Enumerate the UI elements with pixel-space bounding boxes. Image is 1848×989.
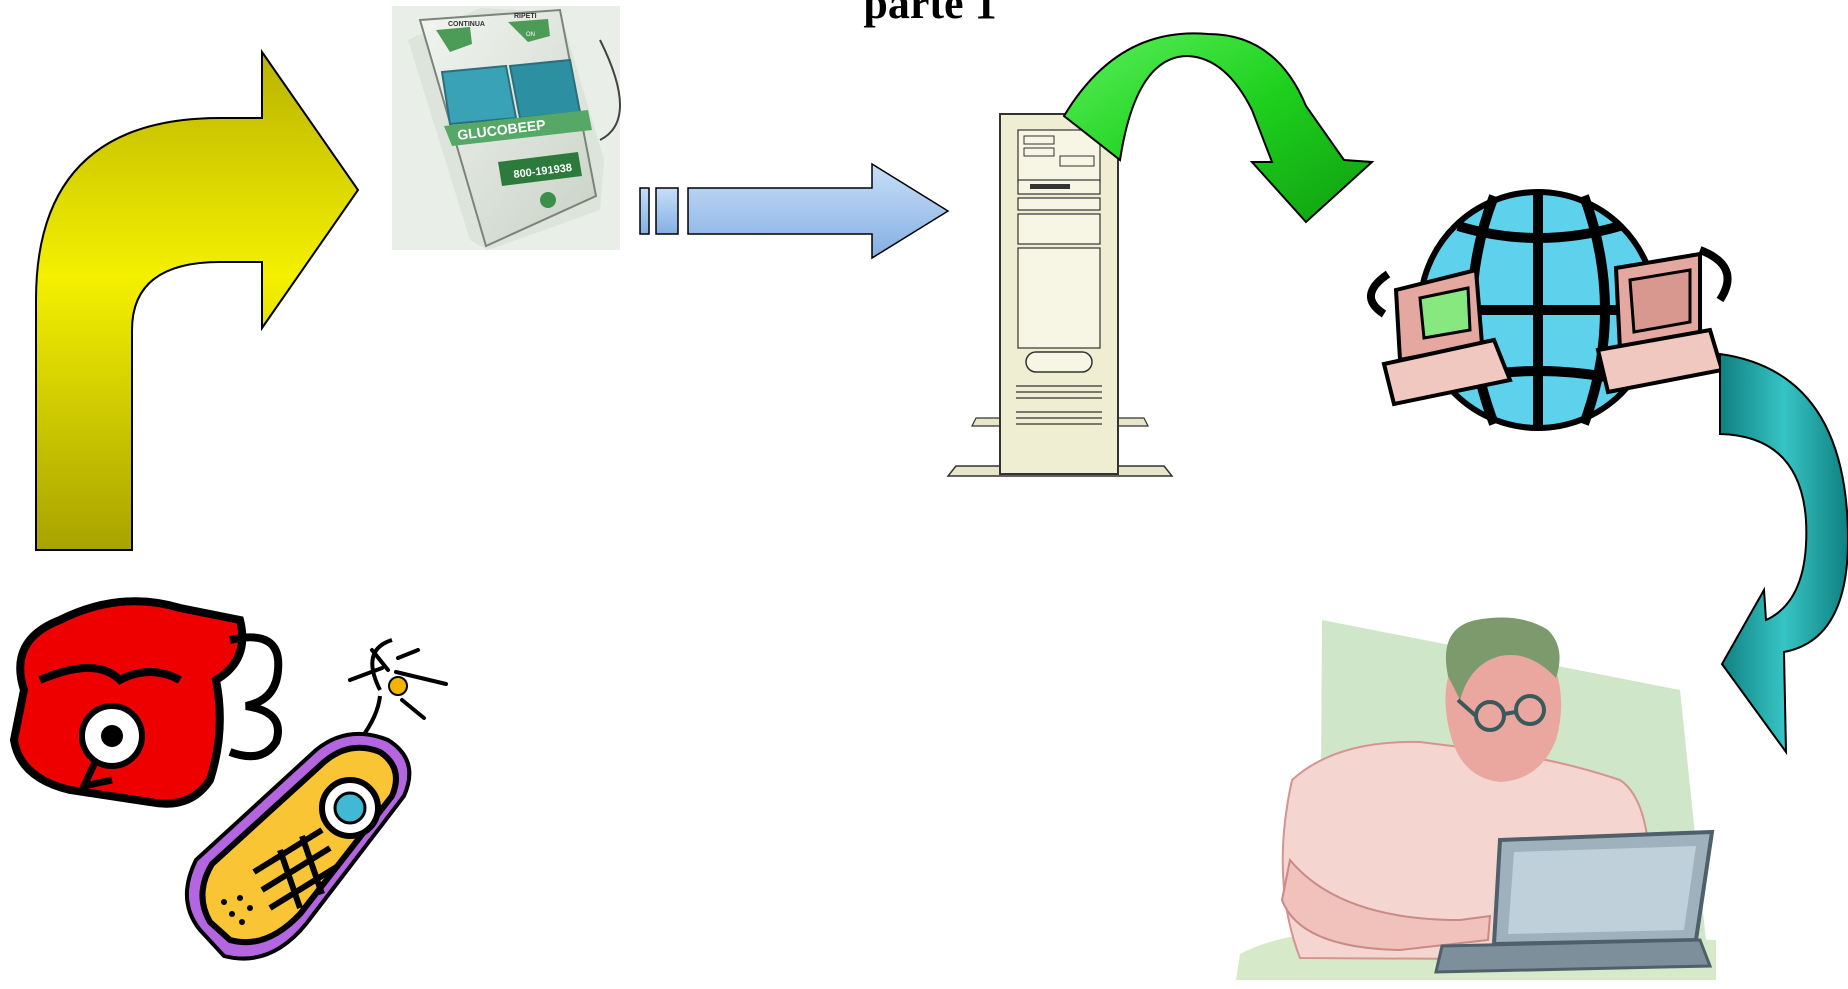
internet-globe-icon — [1371, 192, 1728, 428]
doctor-at-laptop-icon — [1236, 618, 1716, 980]
device-button-right-label: RIPETI — [514, 13, 537, 20]
blue-striped-arrow — [640, 164, 948, 258]
device-on-label: ON — [526, 32, 535, 38]
glucometer-device-icon: CONTINUA RIPETI ON GLUCOBEEP 800-191938 — [392, 6, 620, 250]
mobile-phone-icon — [187, 640, 446, 959]
yellow-bent-arrow — [36, 52, 358, 550]
teal-curved-arrow — [1720, 354, 1848, 752]
server-tower-icon — [948, 114, 1172, 476]
device-button-left-label: CONTINUA — [448, 21, 485, 28]
telephone-icon — [14, 601, 278, 803]
